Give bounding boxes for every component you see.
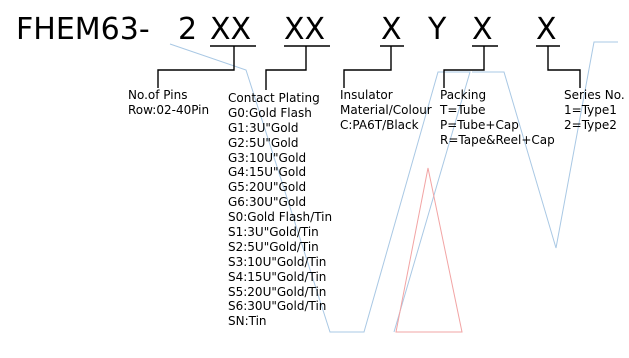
- plating-block: Contact Plating G0:Gold Flash G1:3U"Gold…: [228, 91, 332, 329]
- packing-title: Packing: [440, 88, 487, 102]
- leader-plating: [265, 46, 307, 90]
- connectors: [157, 45, 581, 90]
- plating-option: G2:5U"Gold: [228, 135, 299, 150]
- plating-option: S6:30U"Gold/Tin: [228, 299, 327, 314]
- packing-option: R=Tape&Reel+Cap: [440, 132, 555, 147]
- insulator-block: Insulator Material/Colour C:PA6T/Black: [340, 88, 432, 133]
- leader-series: [547, 46, 581, 88]
- watermark-left-v: [169, 43, 471, 333]
- insulator-colour: C:PA6T/Black: [340, 117, 419, 132]
- part-prefix: FHEM63-: [16, 12, 150, 47]
- plating-option: S0:Gold Flash/Tin: [228, 210, 333, 225]
- series-option: 1=Type1: [564, 102, 617, 117]
- packing-option: T=Tube: [440, 102, 486, 117]
- plating-title: Contact Plating: [228, 91, 320, 105]
- packing-block: Packing T=Tube P=Tube+Cap R=Tape&Reel+Ca…: [440, 88, 555, 148]
- series-block: Series No. 1=Type1 2=Type2: [564, 88, 625, 133]
- pins-range: Row:02-40Pin: [128, 102, 210, 117]
- plating-option: G1:3U"Gold: [228, 120, 299, 135]
- insulator-material: Material/Colour: [340, 102, 432, 117]
- plating-option: G6:30U"Gold: [228, 195, 307, 210]
- plating-option: G0:Gold Flash: [228, 105, 312, 120]
- plating-option: G5:20U"Gold: [228, 180, 307, 195]
- field-series-code: X: [536, 12, 557, 47]
- insulator-title: Insulator: [340, 88, 393, 102]
- plating-option: G3:10U"Gold: [228, 150, 307, 165]
- leader-insulator: [343, 46, 392, 88]
- plating-option: S2:5U"Gold/Tin: [228, 239, 319, 254]
- pins-block: No.of Pins Row:02-40Pin: [128, 88, 209, 118]
- part-dash-code: 2: [178, 12, 198, 47]
- watermark-triangle: [395, 167, 463, 333]
- plating-option: S4:15U"Gold/Tin: [228, 269, 327, 284]
- plating-option: SN:Tin: [228, 314, 267, 329]
- leader-packing: [443, 46, 485, 88]
- plating-option: S1:3U"Gold/Tin: [228, 225, 319, 240]
- watermark-logo: [169, 41, 618, 333]
- plating-option: G4:15U"Gold: [228, 165, 307, 180]
- series-title: Series No.: [564, 88, 625, 102]
- field-pins-code: XX: [210, 12, 252, 47]
- field-packing-code: X: [472, 12, 493, 47]
- packing-option: P=Tube+Cap: [440, 117, 519, 132]
- field-plating-code: XX: [284, 12, 326, 47]
- series-option: 2=Type2: [564, 117, 617, 132]
- plating-option: S3:10U"Gold/Tin: [228, 254, 327, 269]
- leader-pins: [157, 46, 235, 88]
- field-packing-letter: Y: [428, 12, 447, 47]
- field-insulator-code: X: [381, 12, 402, 47]
- watermark-right-v: [472, 41, 618, 249]
- pins-title: No.of Pins: [128, 88, 188, 102]
- plating-option: S5:20U"Gold/Tin: [228, 284, 327, 299]
